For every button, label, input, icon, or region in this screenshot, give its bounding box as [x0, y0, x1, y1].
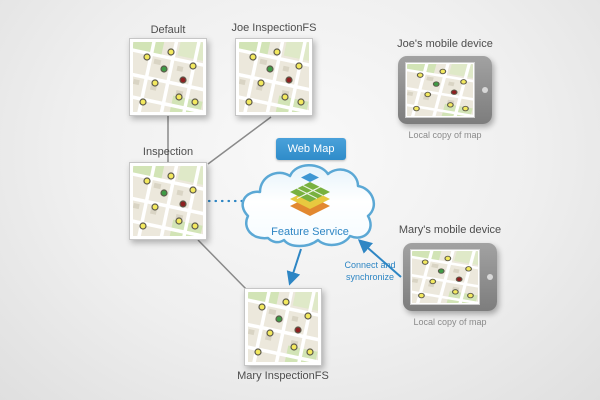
- joe-device-label: Joe's mobile device: [397, 38, 493, 50]
- default-map-thumbnail: [129, 38, 207, 116]
- cloud-shape: [241, 164, 376, 248]
- mary-device-caption: Local copy of map: [413, 317, 487, 327]
- web-map-badge: Web Map: [276, 138, 346, 160]
- inspection-map-thumbnail: [129, 162, 207, 240]
- map-art: [412, 251, 478, 303]
- joe-mobile-device: [398, 56, 492, 124]
- default-map-label: Default: [150, 24, 186, 36]
- layers-icon: [290, 173, 330, 216]
- feature-service-label: Feature Service: [271, 226, 349, 238]
- joe-fs-map-thumbnail: [235, 38, 313, 116]
- map-art: [133, 166, 203, 236]
- joe-device-caption: Local copy of map: [408, 130, 482, 140]
- device-camera-dot: [482, 87, 488, 93]
- mary-mobile-device: [403, 243, 497, 311]
- device-screen: [405, 62, 475, 118]
- mary-fs-map-thumbnail: [244, 288, 322, 366]
- map-art: [133, 42, 203, 112]
- device-screen: [410, 249, 480, 305]
- feature-service-cloud: [238, 156, 382, 256]
- joe-fs-map-label: Joe InspectionFS: [231, 22, 317, 34]
- map-art: [239, 42, 309, 112]
- connect-synchronize-note: Connect and synchronize: [344, 260, 396, 282]
- inspection-map-label: Inspection: [142, 146, 194, 158]
- mary-fs-map-label: Mary InspectionFS: [237, 370, 329, 382]
- map-art: [407, 64, 473, 116]
- map-art: [248, 292, 318, 362]
- mary-device-label: Mary's mobile device: [398, 224, 502, 236]
- device-camera-dot: [487, 274, 493, 280]
